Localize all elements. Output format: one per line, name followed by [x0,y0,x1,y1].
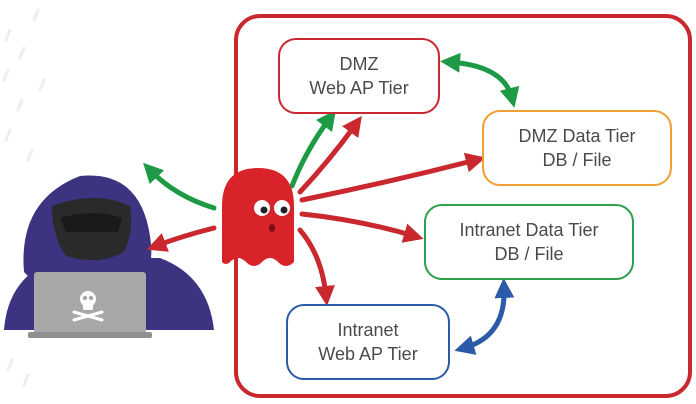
arrow-ghost-to-intra-data [299,211,424,243]
dmz-data-tier-box: DMZ Data Tier DB / File [482,110,672,186]
decorative-dashes [2,8,46,387]
arrow-ghost-to-hacker-red [146,225,217,252]
intra-web-line1: Intranet [337,320,399,340]
intra-web-line2: Web AP Tier [318,344,418,364]
arrow-ghost-to-hacker-green [143,162,217,211]
arrow-ghost-to-intra-web [297,227,335,306]
arrow-ghost-to-dmz-web-green [289,109,336,189]
ghost-icon [222,168,294,266]
intranet-web-ap-tier-box: Intranet Web AP Tier [286,304,450,380]
dmz-data-line1: DMZ Data Tier [518,126,636,146]
intranet-data-tier-box: Intranet Data Tier DB / File [424,204,634,280]
skull-icon [72,291,104,322]
dmz-web-line2: Web AP Tier [309,78,409,98]
arrow-ghost-to-dmz-data [299,152,486,203]
arrow-ghost-to-dmz-web-red [297,115,362,195]
arrow-intra-web-intra-data [454,278,515,355]
dmz-web-line1: DMZ [339,54,379,74]
intra-data-line1: Intranet Data Tier [459,220,599,240]
dmz-data-line2: DB / File [542,150,612,170]
dmz-web-ap-tier-box: DMZ Web AP Tier [278,38,440,114]
attack-arrows [143,52,520,355]
arrow-dmz-web-dmz-data [440,52,520,108]
intra-data-line2: DB / File [494,244,564,264]
